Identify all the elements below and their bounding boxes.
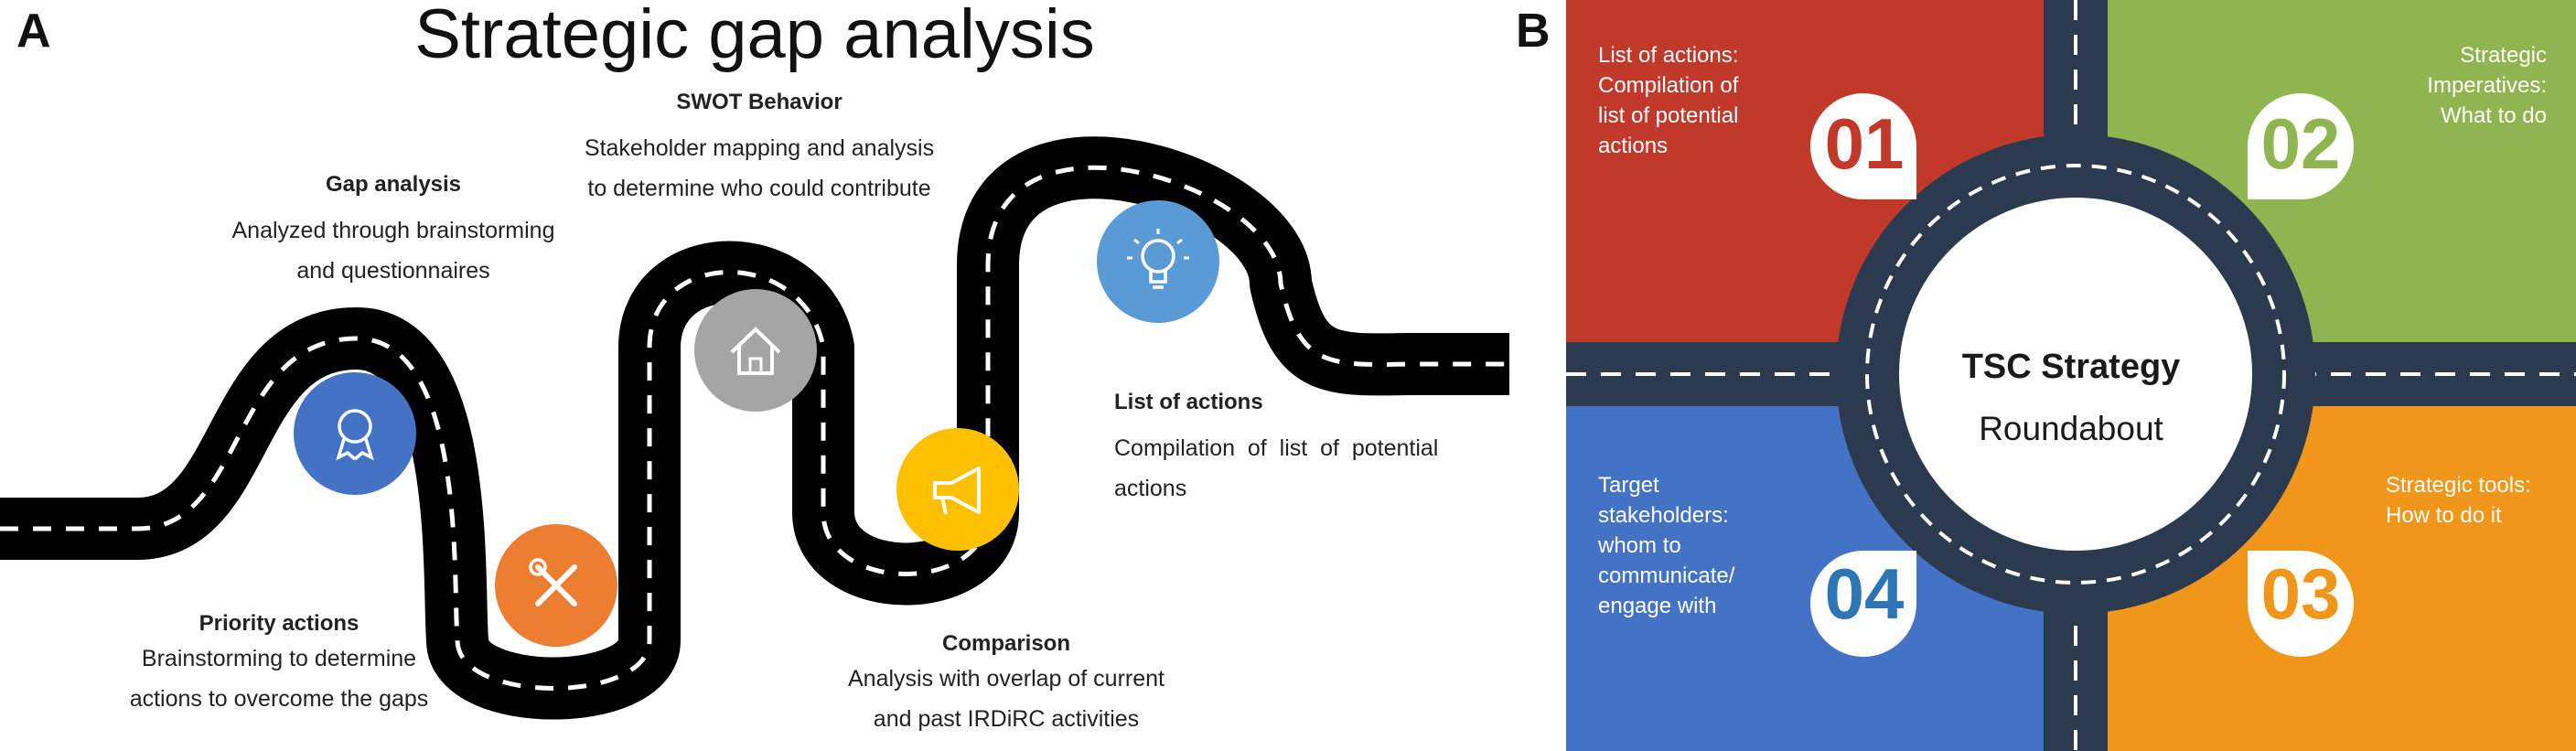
quadrant-text-line: communicate/	[1598, 563, 1735, 588]
badge-02-number: 02	[2260, 103, 2341, 184]
lightbulb-icon	[1097, 200, 1219, 323]
step-list-of-actions: List of actions Compilation of list of p…	[1114, 390, 1480, 509]
quadrant-text-line: Compilation of	[1598, 73, 1739, 98]
roundabout-title: TSC Strategy	[1961, 348, 2181, 386]
home-icon	[694, 289, 817, 412]
quadrant-text-line: engage with	[1598, 594, 1717, 618]
badge-01-number: 01	[1824, 103, 1905, 184]
step-gap-analysis: Gap analysis Analyzed through brainstorm…	[201, 172, 585, 291]
step-heading: Priority actions	[199, 611, 360, 636]
tools-icon	[495, 524, 617, 647]
quadrant-text-line: Imperatives:	[2427, 73, 2547, 98]
step-heading: SWOT Behavior	[676, 90, 843, 114]
badge-01-shape	[1810, 93, 1916, 199]
roundabout-subtitle: Roundabout	[1979, 410, 2163, 447]
badge-02-shape	[2248, 93, 2354, 199]
quadrant-text-line: list of potential	[1598, 103, 1739, 128]
quadrant-text-line: List of actions:	[1598, 43, 1739, 68]
quadrant-text-line: whom to	[1598, 533, 1681, 558]
panel-a: A Strategic gap analysis	[0, 0, 1509, 739]
roundabout-center	[1899, 198, 2252, 551]
winding-road	[0, 136, 1509, 720]
quadrant-text-line: actions	[1598, 134, 1669, 158]
quadrant-text-line: What to do	[2440, 103, 2547, 128]
panel-b: 01 02 03 04 List of actions: Compilation…	[1566, 0, 2576, 751]
quadrant-text-line: How to do it	[2386, 503, 2502, 528]
quadrant-01-text: List of actions: Compilation of list of …	[1598, 40, 1738, 161]
quadrant-text-line: Strategic tools:	[2386, 473, 2531, 498]
step-comparison: Comparison Analysis with overlap of curr…	[814, 631, 1198, 739]
step-desc-line: to determine who could contribute	[587, 176, 931, 201]
step-desc-line: and questionnaires	[296, 258, 490, 284]
roundabout-diagram	[1566, 0, 2576, 751]
quadrant-text-line: Strategic	[2460, 43, 2547, 68]
step-desc-line: Stakeholder mapping and analysis	[584, 135, 935, 161]
panel-a-letter: A	[16, 5, 51, 58]
step-desc-line: actions	[1114, 476, 1187, 501]
step-desc-line: Analysis with overlap of current	[848, 666, 1165, 692]
quadrant-02-text: Strategic Imperatives: What to do	[2427, 40, 2547, 131]
step-desc-line: Brainstorming to determine	[141, 646, 417, 671]
step-priority-actions: Priority actions Brainstorming to determ…	[96, 611, 462, 719]
quadrant-04-text: Target stakeholders: whom to communicate…	[1598, 470, 1734, 621]
megaphone-icon	[896, 428, 1019, 551]
step-desc-line: Compilation of list of potential	[1114, 435, 1439, 461]
step-desc-line: and past IRDiRC activities	[873, 706, 1140, 732]
step-heading: Gap analysis	[325, 172, 462, 197]
step-desc-line: Analyzed through brainstorming	[231, 218, 555, 243]
panel-b-letter: B	[1516, 5, 1551, 58]
badge-03-shape	[2248, 551, 2354, 657]
badge-04-number: 04	[1824, 553, 1905, 634]
award-icon	[294, 372, 416, 495]
badge-04-shape	[1810, 551, 1916, 657]
step-heading: Comparison	[941, 631, 1070, 656]
road-dashes	[0, 165, 1509, 691]
step-swot-behavior: SWOT Behavior Stakeholder mapping and an…	[567, 90, 951, 209]
step-desc-line: actions to overcome the gaps	[129, 686, 429, 712]
quadrant-text-line: Target	[1598, 473, 1659, 498]
quadrant-text-line: stakeholders:	[1598, 503, 1729, 528]
step-heading: List of actions	[1114, 390, 1263, 414]
panel-a-title: Strategic gap analysis	[414, 0, 1095, 73]
badge-03-number: 03	[2260, 553, 2341, 634]
quadrant-03-text: Strategic tools: How to do it	[2386, 470, 2531, 531]
